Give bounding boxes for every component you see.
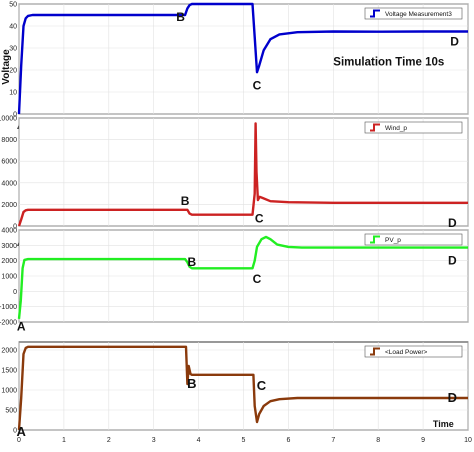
chart-panel-4: 0 500 1000 1500 2000 0 1 2 3 4 5 6 7 8 9 10 <Load Power>… xyxy=(1,341,472,444)
legend-box xyxy=(364,121,463,134)
annotation-b: B xyxy=(181,194,190,208)
annotation-b: B xyxy=(176,10,185,24)
annotation-c: C xyxy=(253,78,262,92)
y-tick-label: 1500 xyxy=(1,368,17,375)
y-tick-label: 2000 xyxy=(1,348,17,355)
annotation-d: D xyxy=(450,34,459,48)
legend: Voltage Measurement3 xyxy=(364,7,463,20)
y-axis-label: Voltage xyxy=(1,49,12,85)
annotation-c: C xyxy=(255,211,264,225)
legend-swatch-icon xyxy=(370,123,380,132)
series-line-1 xyxy=(17,122,468,227)
simulation-time-note: Simulation Time 10s xyxy=(333,57,444,69)
y-tick-label: 2000 xyxy=(1,258,17,265)
annotation-a: A xyxy=(17,320,26,334)
legend: PV_p xyxy=(364,233,463,246)
legend-label: PV_p xyxy=(385,237,401,244)
legend-label: <Load Power> xyxy=(385,349,427,356)
annotation-c: C xyxy=(257,378,267,393)
legend-box xyxy=(364,7,463,20)
y-tick-label: 8000 xyxy=(1,137,17,144)
annotation-d: D xyxy=(448,390,457,405)
annotation-d: D xyxy=(448,254,457,268)
y-tick-label: 4000 xyxy=(1,180,17,187)
x-tick-label: 2 xyxy=(107,437,111,444)
legend-label: Wind_p xyxy=(385,125,407,132)
y-tick-label: 30 xyxy=(9,46,17,53)
y-tick-label: 50 xyxy=(9,2,17,9)
series-line-1 xyxy=(17,2,468,115)
legend-swatch-icon xyxy=(370,235,380,244)
y-tick-label: -1000 xyxy=(0,304,17,311)
series-line-1 xyxy=(17,345,468,431)
x-tick-label: 4 xyxy=(197,437,201,444)
x-tick-label: 8 xyxy=(376,437,380,444)
legend: Wind_p xyxy=(364,121,463,134)
annotation-c: C xyxy=(253,272,262,286)
annotation-b: B xyxy=(188,255,197,269)
legend-box xyxy=(364,345,463,358)
y-tick-label: 500 xyxy=(5,408,17,415)
y-tick-label: 0 xyxy=(13,428,17,435)
x-tick-label: 7 xyxy=(331,437,335,444)
y-tick-label: 0 xyxy=(13,112,17,119)
y-tick-label: 0 xyxy=(13,289,17,296)
annotation-a: A xyxy=(17,424,27,439)
x-tick-label: 3 xyxy=(152,437,156,444)
legend-swatch-icon xyxy=(370,9,380,18)
y-tick-label: 10 xyxy=(9,90,17,97)
annotation-b: B xyxy=(187,376,196,391)
y-tick-label: 6000 xyxy=(1,159,17,166)
y-tick-label: 1000 xyxy=(1,388,17,395)
x-tick-label: 5 xyxy=(242,437,246,444)
x-axis-label: Time xyxy=(433,419,454,429)
y-tick-label: 3000 xyxy=(1,243,17,250)
x-tick-label: 9 xyxy=(421,437,425,444)
annotation-d: D xyxy=(448,216,457,230)
y-tick-label: -2000 xyxy=(0,320,17,327)
legend-swatch-icon xyxy=(370,347,380,356)
series-line-1 xyxy=(17,235,468,320)
y-tick-label: 4000 xyxy=(1,228,17,235)
y-tick-label: 0 xyxy=(13,224,17,231)
legend-box xyxy=(364,233,463,246)
y-tick-label: 1000 xyxy=(1,274,17,281)
x-tick-label: 1 xyxy=(62,437,66,444)
legend: <Load Power> xyxy=(364,345,463,358)
y-tick-label: 20 xyxy=(9,68,17,75)
legend-label: Voltage Measurement3 xyxy=(385,11,452,18)
x-tick-label: 6 xyxy=(286,437,290,444)
y-tick-label: 40 xyxy=(9,24,17,31)
x-tick-label: 10 xyxy=(464,437,472,444)
y-tick-label: 2000 xyxy=(1,202,17,209)
x-tick-label: 0 xyxy=(17,437,21,444)
